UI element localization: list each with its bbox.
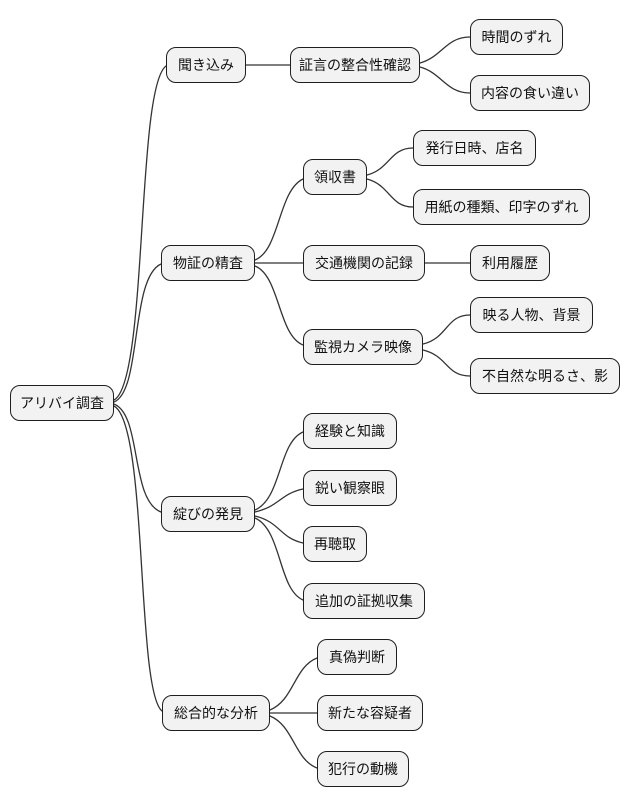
node-finding-flaws: 綻びの発見 (161, 496, 255, 532)
node-experience-knowledge: 経験と知識 (303, 413, 397, 449)
edge-flaws-additional-evidence (254, 517, 304, 601)
node-unnatural-brightness-shadows: 不自然な明るさ、影 (470, 358, 620, 394)
edge-testimony-time-discrepancy (419, 36, 471, 64)
edge-receipt-paper-type (366, 178, 414, 208)
node-transport-records: 交通機関の記録 (303, 245, 425, 281)
edge-surveillance-people-background (422, 314, 471, 345)
edge-root-comprehensive-analysis (113, 405, 163, 712)
edge-testimony-content-discrepancy (419, 66, 471, 94)
edge-root-finding-flaws (113, 403, 162, 513)
node-receipt: 領収書 (303, 159, 367, 195)
edge-flaws-experience (254, 431, 304, 511)
edge-root-interviews (113, 65, 167, 401)
node-comprehensive-analysis: 総合的な分析 (162, 695, 270, 731)
edge-analysis-truth-judgment (269, 657, 318, 711)
node-surveillance-footage: 監視カメラ映像 (303, 329, 423, 365)
node-time-discrepancy: 時間のずれ (470, 19, 563, 55)
node-interviews: 聞き込み (166, 47, 246, 83)
edge-surveillance-brightness-shadows (422, 349, 471, 377)
edge-flaws-observation (254, 488, 304, 513)
node-additional-evidence-collection: 追加の証拠収集 (303, 583, 425, 619)
node-crime-motive: 犯行の動機 (317, 751, 409, 787)
node-alibi-investigation: アリバイ調査 (10, 385, 114, 421)
edge-evidence-receipt (254, 178, 304, 261)
node-people-background: 映る人物、背景 (470, 297, 593, 333)
node-reinterview: 再聴取 (303, 526, 367, 562)
edge-receipt-issue-date (366, 147, 414, 176)
node-issue-date-store-name: 発行日時、店名 (413, 130, 536, 166)
node-testimony-consistency-check: 証言の整合性確認 (290, 47, 420, 83)
node-keen-observation: 鋭い観察眼 (303, 470, 397, 506)
node-usage-history: 利用履歴 (470, 245, 550, 281)
node-physical-evidence-review: 物証の精査 (161, 245, 255, 281)
edge-analysis-crime-motive (269, 715, 318, 769)
node-truth-judgment: 真偽判断 (317, 639, 397, 675)
edge-root-physical-evidence (113, 263, 162, 403)
node-paper-type-print-misalignment: 用紙の種類、印字のずれ (413, 189, 590, 225)
node-content-discrepancy: 内容の食い違い (470, 75, 590, 111)
node-new-suspect: 新たな容疑者 (317, 695, 423, 731)
edge-flaws-reinterview (254, 515, 304, 544)
edge-evidence-surveillance (254, 265, 304, 346)
